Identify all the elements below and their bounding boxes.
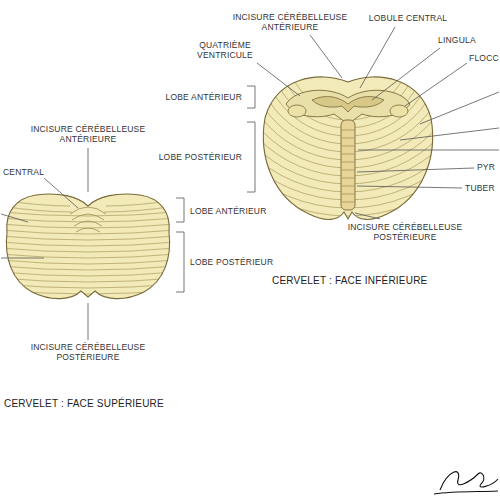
folia-lines [0,200,176,294]
leader-lines [1,27,499,340]
structure-label: LOBULE CENTRAL [369,13,447,23]
bracket [176,198,184,222]
folia [182,0,500,216]
folia [0,200,176,294]
leader-line [358,150,499,151]
bracket [247,86,255,108]
flocculus [390,105,408,117]
cerebellum-fill [263,77,432,220]
structure-label: TUBER [465,183,495,193]
figure-caption: CERVELET : FACE INFÉRIEURE [272,275,427,287]
structure-label: CENTRAL [3,167,44,177]
leader-line [1,214,28,222]
leader-line [1,258,44,259]
vermis-folia [341,130,355,202]
structure-label: QUATRIÈME VENTRICULE [185,40,265,60]
lobe-label: LOBE ANTÉRIEUR [190,206,267,216]
cerebellum-outline [263,77,432,220]
structure-label: FLOCC [469,53,499,63]
lobe-label: LOBE POSTÉRIEUR [190,257,273,267]
leader-line [355,213,380,219]
leader-line [257,63,300,96]
notch-label: INCISURE CÉRÉBELLEUSE ANTÉRIEURE [23,124,153,144]
bracket [176,232,184,292]
notch-label: INCISURE CÉRÉBELLEUSE ANTÉRIEURE [225,12,355,32]
leader-line [360,27,395,88]
leader-line [420,92,499,124]
leader-line [372,48,440,100]
flocculus [288,105,306,117]
vermis-folia [70,207,106,232]
leader-line [357,168,474,172]
leader-line [88,303,89,340]
leader-line [310,35,342,78]
leader-line [357,186,462,188]
signature [434,472,498,494]
lobe-label: LOBE ANTÉRIEUR [166,92,243,102]
leader-line [400,128,499,140]
figure-caption: CERVELET : FACE SUPÉRIEURE [4,398,164,410]
cerebellum-outline [6,194,169,299]
ventricle-region [286,90,410,124]
vermis [341,120,355,210]
lobe-label: LOBE POSTÉRIEUR [159,152,242,162]
structure-label: LINGULA [438,35,476,45]
structure-label: PYR [477,162,495,172]
leader-line [44,178,78,208]
bracket [247,122,255,192]
notch-label: INCISURE CÉRÉBELLEUSE POSTÉRIEURE [340,222,470,242]
leader-line [405,63,467,106]
folia-lines [182,0,500,216]
notch-label: INCISURE CÉRÉBELLEUSE POSTÉRIEURE [23,342,153,362]
leader-line [88,148,89,192]
